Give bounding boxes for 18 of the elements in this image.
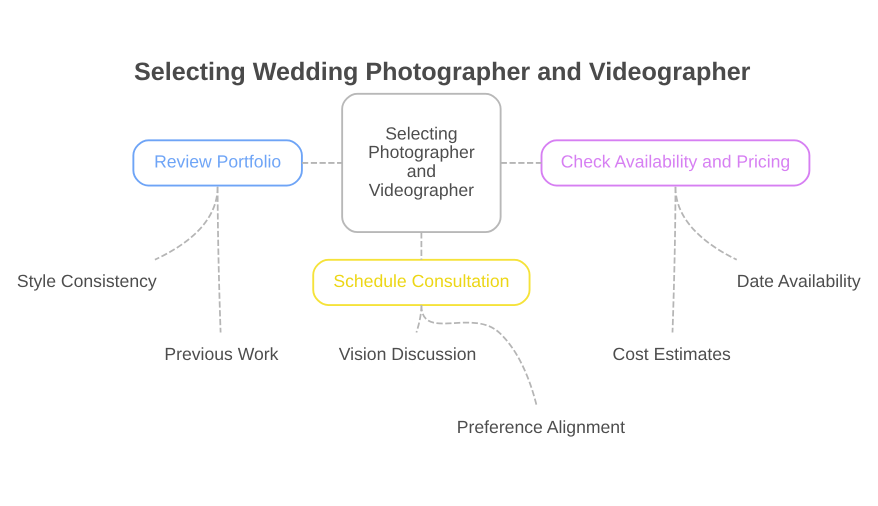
- connector: [420, 304, 538, 406]
- node-text: Cost Estimates: [612, 344, 731, 364]
- node-box: Selecting Photographer and Videographer: [341, 92, 502, 233]
- connector: [154, 186, 219, 260]
- connector: [420, 232, 422, 260]
- node-box: Review Portfolio: [132, 138, 303, 186]
- node-text: Preference Alignment: [456, 416, 625, 436]
- node-text: Vision Discussion: [338, 344, 476, 364]
- connector: [500, 162, 542, 164]
- node-text: Date Availability: [736, 270, 861, 291]
- node-box: Schedule Consultation: [312, 258, 530, 306]
- connector: [672, 186, 676, 332]
- node-text: Previous Work: [164, 344, 278, 364]
- node-text: Style Consistency: [16, 270, 157, 291]
- connector: [216, 186, 222, 332]
- diagram-title: Selecting Wedding Photographer and Videographer: [134, 57, 750, 86]
- node-box: Check Availability and Pricing: [540, 138, 810, 186]
- connector: [302, 162, 342, 164]
